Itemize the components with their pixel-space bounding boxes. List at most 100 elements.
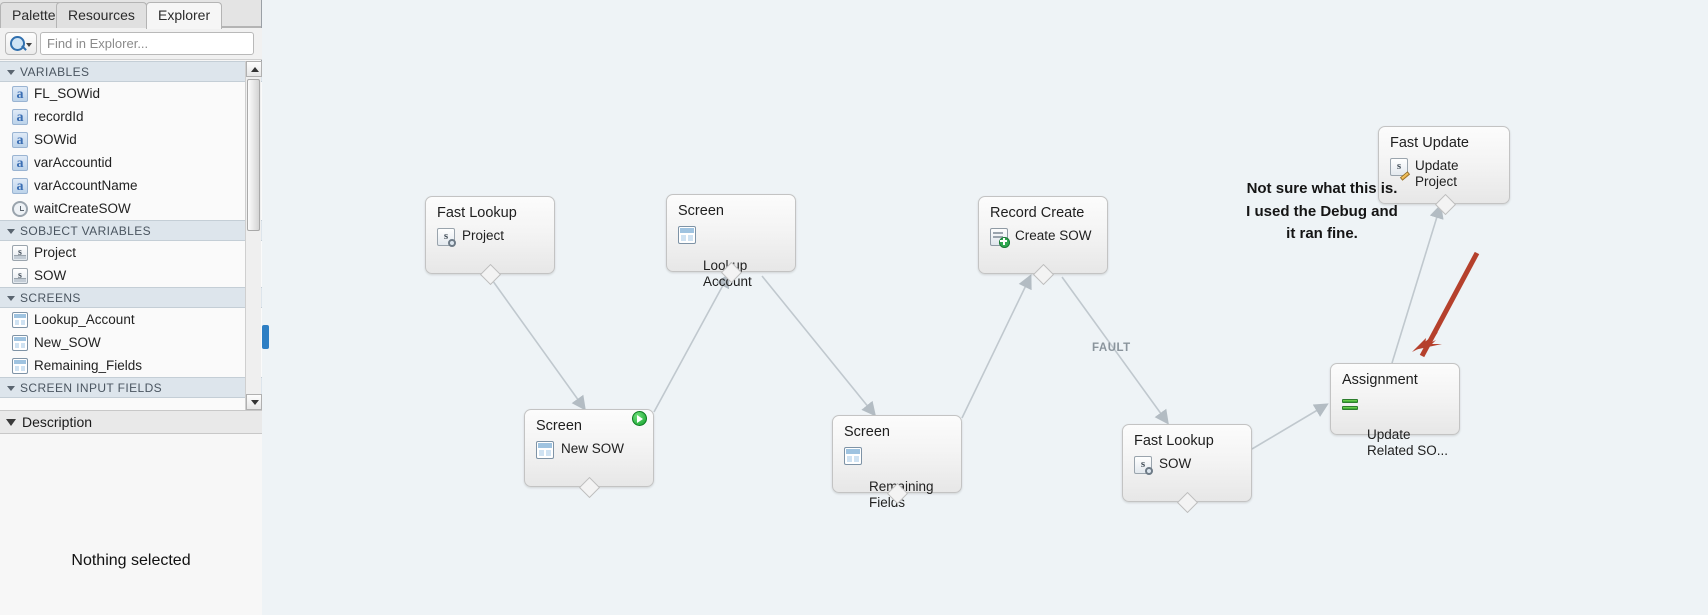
text-variable-icon: a (12, 86, 28, 102)
tree-item-varaccountname[interactable]: a varAccountName (0, 174, 262, 197)
tree-item-recordid[interactable]: a recordId (0, 105, 262, 128)
flow-node-screen-lookup-account[interactable]: Screen Lookup Account (666, 194, 796, 289)
twisty-icon (6, 419, 16, 426)
tree-item-label: New_SOW (34, 335, 101, 350)
section-label: VARIABLES (20, 65, 90, 79)
explorer-search-row: Find in Explorer... (0, 28, 262, 60)
flow-node-record-create-sow[interactable]: Record Create Create SOW (978, 196, 1108, 274)
tree-item-label: recordId (34, 109, 84, 124)
canvas-resize-grip[interactable] (262, 325, 269, 349)
tree-item-sow[interactable]: s SOW (0, 264, 262, 287)
flow-node-screen-remaining-fields[interactable]: Screen Remaining Fields (832, 415, 962, 510)
node-label: Create SOW (1015, 228, 1092, 243)
node-row: Update Related SO... (1342, 395, 1451, 459)
screen-icon (536, 441, 554, 459)
description-panel-body: Nothing selected (0, 434, 262, 615)
nothing-selected-text: Nothing selected (71, 552, 191, 569)
node-label: Project (462, 228, 505, 243)
fault-connector-label: FAULT (1092, 342, 1131, 354)
node-title: Screen (536, 418, 582, 434)
section-header-sobject-variables[interactable]: SOBJECT VARIABLES (0, 220, 262, 241)
node-row: s Project (437, 228, 546, 247)
screen-icon (844, 447, 862, 465)
node-title: Screen (678, 203, 724, 219)
tree-item-fl-sowid[interactable]: a FL_SOWid (0, 82, 262, 105)
node-row: New SOW (536, 441, 645, 459)
fast-lookup-icon: s (1134, 456, 1153, 475)
clock-icon (12, 201, 28, 217)
tree-item-label: Remaining_Fields (34, 358, 143, 373)
flow-node-fast-lookup-sow[interactable]: Fast Lookup s SOW (1122, 424, 1252, 502)
twisty-icon (7, 229, 15, 234)
screen-icon (12, 358, 28, 374)
node-title: Fast Lookup (437, 205, 517, 221)
tree-item-label: FL_SOWid (34, 86, 101, 101)
search-icon (10, 36, 25, 51)
start-element-badge-icon[interactable] (632, 411, 647, 426)
assignment-icon (1342, 395, 1360, 413)
scrollbar-thumb[interactable] (247, 79, 260, 231)
tree-item-remaining-fields[interactable]: Remaining_Fields (0, 354, 262, 377)
node-row: Create SOW (990, 228, 1099, 248)
flow-node-fast-update-project[interactable]: Fast Update s Update Project (1378, 126, 1510, 204)
screen-icon (678, 226, 696, 244)
section-label: SCREEN INPUT FIELDS (20, 381, 163, 395)
twisty-icon (7, 70, 15, 75)
explorer-scrollbar[interactable] (245, 61, 262, 410)
scroll-down-arrow-icon[interactable] (246, 394, 262, 410)
section-header-variables[interactable]: VARIABLES (0, 61, 262, 82)
tree-item-label: varAccountName (34, 178, 138, 193)
twisty-icon (7, 296, 15, 301)
flow-canvas[interactable]: Fast Lookup s Project Screen Lookup Acco… (262, 0, 1708, 615)
text-variable-icon: a (12, 155, 28, 171)
node-title: Screen (844, 424, 890, 440)
description-panel-header[interactable]: Description (0, 410, 262, 434)
section-header-screens[interactable]: SCREENS (0, 287, 262, 308)
tree-item-project[interactable]: s Project (0, 241, 262, 264)
node-label: New SOW (561, 441, 625, 456)
tab-resources[interactable]: Resources (56, 2, 147, 28)
explorer-tree[interactable]: VARIABLES a FL_SOWid a recordId a SOWid … (0, 61, 262, 410)
section-label: SCREENS (20, 291, 81, 305)
flow-connectors (489, 203, 1480, 450)
tree-item-lookup-account[interactable]: Lookup_Account (0, 308, 262, 331)
search-options-button[interactable] (5, 32, 37, 55)
tree-item-label: SOW (34, 268, 67, 283)
annotation-text: Not sure what this is. I used the Debug … (1246, 180, 1398, 242)
fast-update-icon: s (1390, 158, 1408, 176)
tree-item-label: waitCreateSOW (34, 201, 131, 216)
search-input[interactable]: Find in Explorer... (40, 32, 254, 55)
node-row: s Update Project (1390, 158, 1501, 190)
node-row: s SOW (1134, 456, 1243, 475)
explorer-sidebar: Palette Resources Explorer Find in Explo… (0, 0, 262, 615)
tree-item-new-sow[interactable]: New_SOW (0, 331, 262, 354)
twisty-icon (7, 386, 15, 391)
sidebar-tabbar: Palette Resources Explorer (0, 0, 261, 29)
description-label: Description (22, 414, 93, 430)
scroll-up-arrow-icon[interactable] (246, 61, 262, 77)
node-label: Update Project (1415, 158, 1459, 189)
tree-item-label: varAccountid (34, 155, 113, 170)
screen-icon (12, 335, 28, 351)
tree-item-label: Project (34, 245, 77, 260)
tree-item-waitcreatesow[interactable]: waitCreateSOW (0, 197, 262, 220)
node-title: Record Create (990, 205, 1085, 221)
text-variable-icon: a (12, 109, 28, 125)
node-title: Assignment (1342, 372, 1418, 388)
tree-item-varaccountid[interactable]: a varAccountid (0, 151, 262, 174)
section-header-screen-input-fields[interactable]: SCREEN INPUT FIELDS (0, 377, 262, 398)
node-title: Fast Update (1390, 135, 1469, 151)
flow-node-assignment-update-related[interactable]: Assignment Update Related SO... (1330, 363, 1460, 458)
tree-item-sowid[interactable]: a SOWid (0, 128, 262, 151)
section-label: SOBJECT VARIABLES (20, 224, 152, 238)
sobject-icon: s (12, 268, 28, 284)
screen-icon (12, 312, 28, 328)
tab-explorer[interactable]: Explorer (146, 2, 223, 29)
fast-lookup-icon: s (437, 228, 456, 247)
flow-node-fast-lookup-project[interactable]: Fast Lookup s Project (425, 196, 555, 274)
text-variable-icon: a (12, 178, 28, 194)
node-label: SOW (1159, 456, 1192, 471)
chevron-down-icon (26, 43, 32, 47)
text-variable-icon: a (12, 132, 28, 148)
